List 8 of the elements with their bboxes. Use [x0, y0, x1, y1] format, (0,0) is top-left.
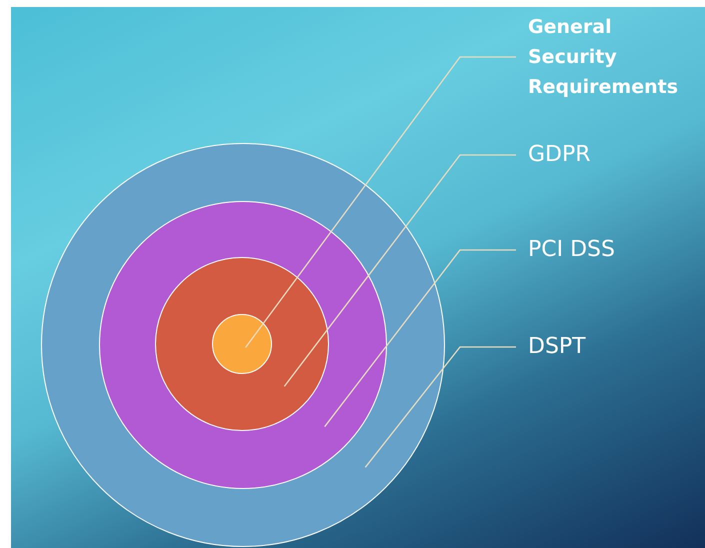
layer-label: DSPT	[528, 333, 587, 361]
layer-label: General Security Requirements	[528, 15, 680, 100]
leader-line	[364, 346, 516, 468]
leader-line	[324, 249, 516, 428]
leader-line	[284, 154, 516, 387]
leader-line	[245, 56, 516, 348]
layer-label: GDPR	[528, 141, 592, 169]
layer-label: PCI DSS	[528, 236, 616, 264]
